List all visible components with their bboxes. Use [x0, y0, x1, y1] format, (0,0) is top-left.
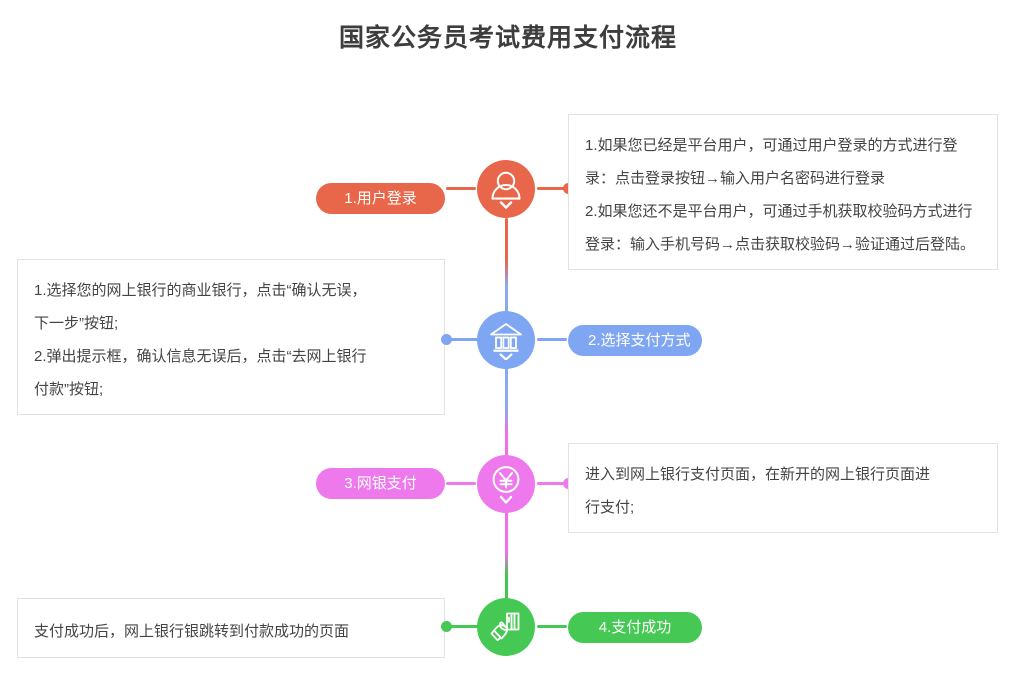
user-icon — [488, 169, 524, 209]
step-label-2[interactable]: 2.选择支付方式 — [568, 325, 702, 356]
hand-card-icon — [488, 609, 524, 645]
connector-dot-2 — [441, 334, 452, 345]
step-description-1: 1.如果您已经是平台用户，可通过用户登录的方式进行登 录：点击登录按钮→输入用户… — [568, 114, 998, 270]
step-node-2[interactable] — [477, 311, 535, 369]
desc-line: 2.如果您还不是平台用户，可通过手机获取校验码方式进行 — [585, 203, 973, 220]
step-description-4: 支付成功后，网上银行银跳转到付款成功的页面 — [17, 598, 445, 658]
step-description-3: 进入到网上银行支付页面，在新开的网上银行页面进 行支付; — [568, 443, 998, 533]
connector-step1-step2 — [505, 218, 508, 328]
desc-line: 支付成功后，网上银行银跳转到付款成功的页面 — [34, 623, 350, 640]
desc-line: 2.弹出提示框，确认信息无误后，点击“去网上银行 — [34, 348, 367, 365]
stub-step2-textbox — [447, 338, 479, 341]
step-description-2: 1.选择您的网上银行的商业银行，点击“确认无误， 下一步”按钮; 2.弹出提示框… — [17, 259, 445, 415]
step-node-3[interactable] — [477, 455, 535, 513]
desc-line: 录：点击登录按钮→输入用户名密码进行登录 — [585, 170, 886, 187]
desc-line: 付款”按钮; — [34, 381, 104, 398]
connector-step2-step3 — [505, 368, 508, 472]
desc-line: 下一步”按钮; — [34, 315, 119, 332]
connector-step3-step4 — [505, 512, 508, 616]
bank-icon — [487, 320, 525, 360]
step-label-4[interactable]: 4.支付成功 — [568, 612, 702, 643]
yuan-currency-icon — [488, 463, 524, 505]
step-node-4[interactable] — [477, 598, 535, 656]
stub-step3-label — [446, 482, 476, 485]
stub-step4-label — [537, 625, 567, 628]
stub-step1-label — [446, 187, 476, 190]
step-label-1[interactable]: 1.用户登录 — [316, 183, 445, 214]
desc-line: 1.如果您已经是平台用户，可通过用户登录的方式进行登 — [585, 137, 958, 154]
stub-step4-textbox — [447, 625, 479, 628]
desc-line: 1.选择您的网上银行的商业银行，点击“确认无误， — [34, 282, 367, 299]
stub-step1-textbox — [537, 187, 569, 190]
stub-step2-label — [537, 338, 567, 341]
connector-dot-4 — [441, 621, 452, 632]
step-label-3[interactable]: 3.网银支付 — [316, 468, 445, 499]
desc-line: 行支付; — [585, 499, 635, 516]
stub-step3-textbox — [537, 482, 569, 485]
step-node-1[interactable] — [477, 160, 535, 218]
desc-line: 登录：输入手机号码→点击获取校验码→验证通过后登陆。 — [585, 236, 976, 253]
desc-line: 进入到网上银行支付页面，在新开的网上银行页面进 — [585, 466, 931, 483]
page-title: 国家公务员考试费用支付流程 — [338, 24, 677, 52]
